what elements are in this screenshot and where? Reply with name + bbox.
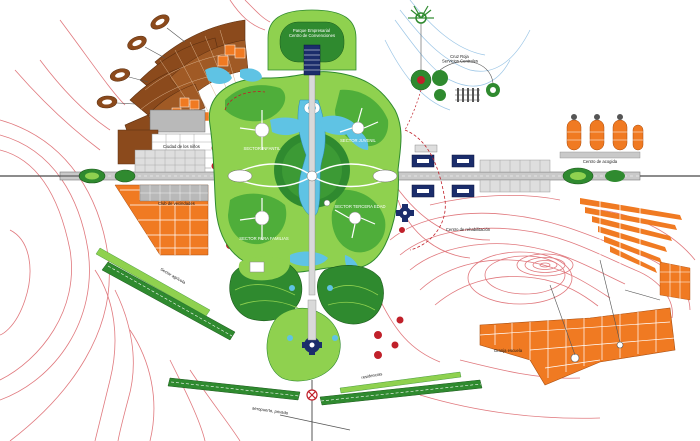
- label-ne-complex: Cruz Roja Servicios Centrales: [442, 54, 478, 64]
- label-centro-rehab: Centro de rehabilitación: [446, 227, 491, 232]
- contour-lines-north: [229, 0, 531, 111]
- south-gardens: [229, 256, 384, 382]
- north-east-complex: Cruz Roja Servicios Centrales: [404, 5, 500, 131]
- label-aeropuerto: aeropuerto, privado: [252, 406, 289, 416]
- top-convention-center: Parque Empresarial Centro de Convencione…: [267, 9, 357, 76]
- east-terraced-residences: [580, 198, 691, 301]
- label-sector-juvenil: SECTOR JUVENIL: [340, 138, 376, 143]
- label-club-vecindades: Club de vecindades: [158, 201, 195, 206]
- east-top-blocks: [559, 114, 644, 159]
- label-sector-infantil: SECTOR INFANTIL: [244, 146, 282, 151]
- map-labels: Ciudad de los niños Club de vecindades S…: [158, 138, 618, 416]
- east-blue-buildings: [411, 144, 551, 198]
- label-sector-agricola: Sector agrícola: [160, 267, 187, 286]
- dashed-boundary: [224, 91, 446, 251]
- label-residencia: residencias: [361, 371, 383, 380]
- park-axis: [227, 39, 398, 296]
- sector-nodes: [239, 107, 379, 240]
- label-top-center: Parque Empresarial Centro de Convencione…: [289, 28, 335, 38]
- south-east-red-markers: [373, 226, 406, 360]
- airport-runways: [95, 247, 483, 441]
- west-entrance: [0, 168, 136, 184]
- label-ciudad-ninos: Ciudad de los niños: [163, 144, 200, 149]
- east-south-plots: [479, 259, 676, 386]
- label-sector-tercera-edad: SECTOR TERCERA EDAD: [334, 204, 385, 209]
- east-roundabout: [562, 167, 700, 185]
- west-orange-plots: [114, 149, 209, 256]
- label-centro-acogida: Centro de acogida: [583, 159, 618, 164]
- petal-pavilions: [96, 14, 186, 109]
- label-granja-escuela: Granja escuela: [494, 348, 523, 353]
- east-cross-building: [396, 204, 414, 222]
- south-cross-building: [302, 335, 322, 355]
- label-sector-familias: SECTOR PARA FAMILIAS: [239, 236, 289, 241]
